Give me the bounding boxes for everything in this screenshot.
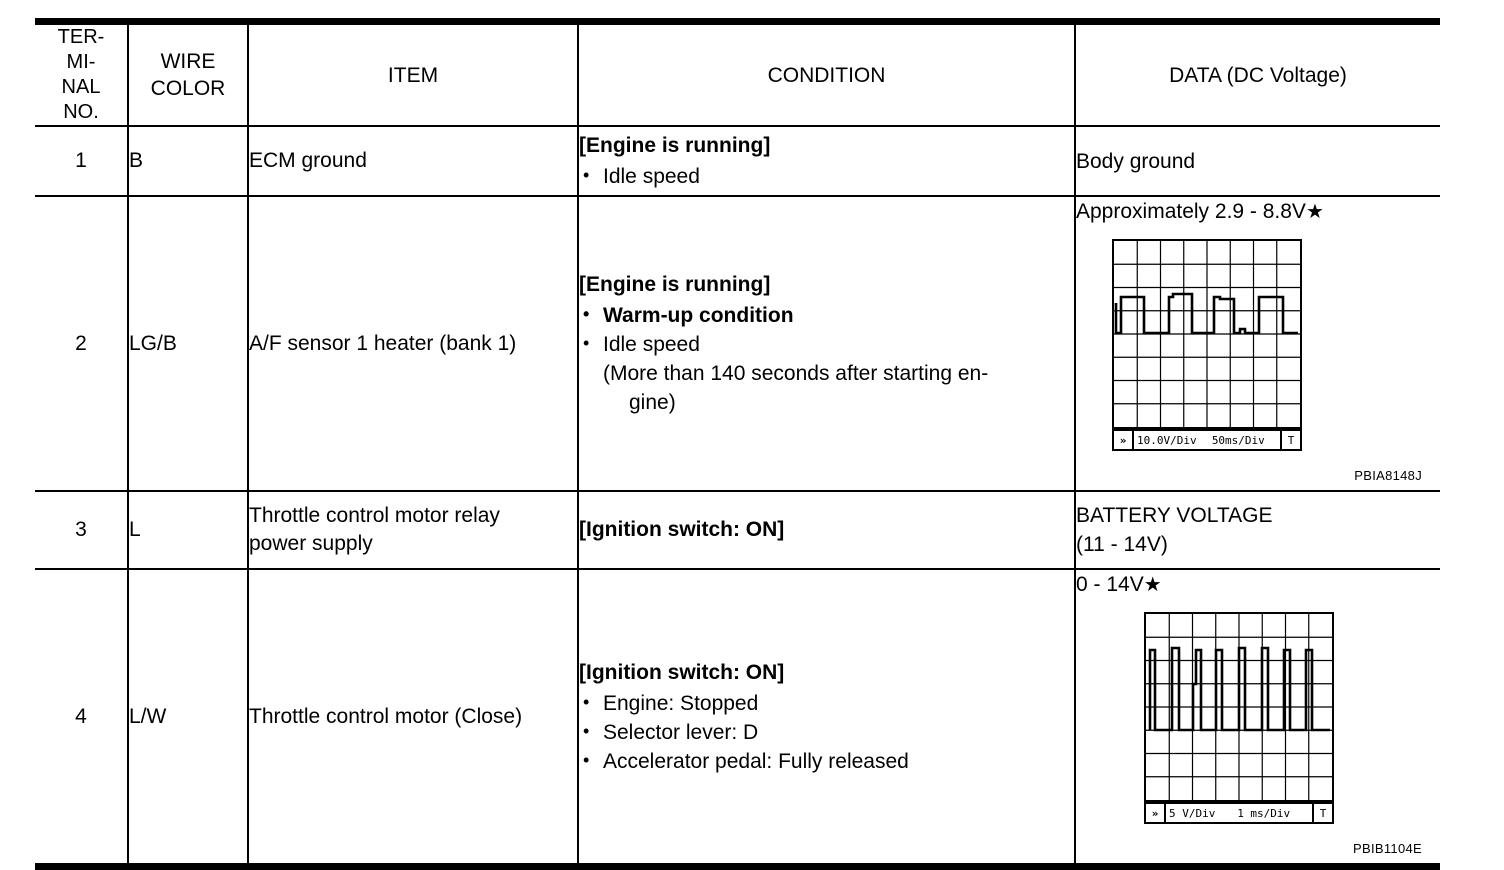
cell-item: Throttle control motor (Close)	[247, 568, 579, 870]
data-value: 0 - 14V	[1076, 573, 1144, 596]
table-row: 2 LG/B A/F sensor 1 heater (bank 1) [Eng…	[35, 195, 1440, 492]
cell-condition: [Engine is running] Idle speed	[577, 125, 1076, 197]
column-header-data: DATA (DC Voltage)	[1074, 18, 1440, 127]
condition-heading: [Ignition switch: ON]	[579, 517, 785, 541]
cell-item: Throttle control motor relay power suppl…	[247, 490, 579, 570]
cell-data: BATTERY VOLTAGE (11 - 14V)	[1074, 490, 1440, 570]
cell-data: Approximately 2.9 - 8.8V★	[1074, 195, 1440, 492]
condition-heading: [Engine is running]	[579, 134, 771, 157]
column-header-condition: CONDITION	[577, 18, 1076, 127]
item-line-2: power supply	[249, 532, 373, 555]
bullet-continuation-line-1: (More than 140 seconds after starting en…	[603, 362, 989, 385]
time-per-division-label: 1 ms/Div	[1237, 806, 1291, 820]
table-body: 1 B ECM ground [Engine is running] Idle …	[35, 125, 1440, 870]
table-row: 3 L Throttle control motor relay power s…	[35, 490, 1440, 570]
terminal-header-line-3: NAL	[61, 76, 101, 98]
bullet-text: Idle speed	[603, 333, 700, 356]
condition-bullet-list: Engine: Stopped Selector lever: D Accele…	[579, 688, 1074, 776]
wire-header-line-1: WIRE	[160, 50, 216, 73]
pulse-train-trace	[1148, 646, 1330, 732]
cell-terminal-no: 2	[35, 195, 129, 492]
figure-code: PBIA8148J	[1354, 468, 1422, 483]
cell-condition: [Engine is running] Warm-up condition Id…	[577, 195, 1076, 492]
ecm-terminal-value-table: TER- MI- NAL NO. WIRE COLOR ITEM CONDITI…	[35, 18, 1440, 870]
cell-condition: [Ignition switch: ON] Engine: Stopped Se…	[577, 568, 1076, 870]
terminal-header-line-4: NO.	[63, 101, 99, 123]
column-header-item: ITEM	[247, 18, 579, 127]
star-icon: ★	[1305, 201, 1324, 223]
terminal-header-line-1: TER-	[57, 26, 105, 48]
trigger-icon: T	[1280, 431, 1300, 449]
trigger-icon: T	[1312, 804, 1332, 822]
item-line-1: Throttle control motor relay	[249, 504, 500, 527]
cell-item: ECM ground	[247, 125, 579, 197]
cell-wire-color: L/W	[127, 568, 249, 870]
scope-settings-bar: » 5 V/Div 1 ms/Div T	[1144, 802, 1334, 824]
square-wave-trace	[1114, 292, 1298, 335]
table-row: 4 L/W Throttle control motor (Close) [Ig…	[35, 568, 1440, 870]
wire-header-line-2: COLOR	[150, 77, 226, 100]
condition-bullet-list: Idle speed	[579, 161, 1074, 191]
cell-condition: [Ignition switch: ON]	[577, 490, 1076, 570]
terminal-header-line-2: MI-	[66, 51, 96, 73]
scope-screen	[1112, 239, 1302, 429]
volts-per-division-label: 10.0V/Div	[1137, 433, 1197, 447]
scope-settings-bar: » 10.0V/Div 50ms/Div T	[1112, 429, 1302, 451]
cell-terminal-no: 3	[35, 490, 129, 570]
scope-grid-and-trace	[1146, 614, 1332, 800]
oscilloscope-waveform: » 10.0V/Div 50ms/Div T	[1112, 239, 1302, 451]
volts-per-division-label: 5 V/Div	[1169, 806, 1216, 820]
cell-terminal-no: 4	[35, 568, 129, 870]
scope-screen	[1144, 612, 1334, 802]
condition-bullet-list: Warm-up condition Idle speed (More than …	[579, 300, 1074, 417]
list-item: Warm-up condition	[579, 300, 1074, 330]
bullet-text: Idle speed	[603, 165, 700, 188]
list-item: Selector lever: D	[579, 717, 1074, 747]
column-header-terminal-no: TER- MI- NAL NO.	[35, 18, 129, 127]
list-item: Engine: Stopped	[579, 688, 1074, 718]
fast-forward-icon: »	[1146, 804, 1166, 822]
data-value: BATTERY VOLTAGE	[1076, 504, 1273, 527]
data-value: Body ground	[1076, 149, 1196, 173]
data-value-row: Approximately 2.9 - 8.8V★	[1076, 197, 1440, 227]
list-item: Accelerator pedal: Fully released	[579, 746, 1074, 776]
cell-wire-color: LG/B	[127, 195, 249, 492]
data-value: Approximately 2.9 - 8.8V	[1076, 200, 1306, 223]
column-header-wire-color: WIRE COLOR	[127, 18, 249, 127]
condition-heading: [Engine is running]	[579, 273, 771, 296]
bullet-text: Engine: Stopped	[603, 691, 759, 715]
data-value-secondary: (11 - 14V)	[1076, 533, 1168, 556]
cell-data: Body ground	[1074, 125, 1440, 197]
header-row: TER- MI- NAL NO. WIRE COLOR ITEM CONDITI…	[35, 18, 1440, 127]
list-item: Idle speed (More than 140 seconds after …	[579, 329, 1074, 417]
oscilloscope-waveform: » 5 V/Div 1 ms/Div T	[1144, 612, 1334, 824]
bullet-text: Accelerator pedal: Fully released	[603, 749, 909, 773]
list-item: Idle speed	[579, 161, 1074, 191]
cell-data: 0 - 14V★	[1074, 568, 1440, 870]
star-icon: ★	[1143, 574, 1162, 596]
cell-terminal-no: 1	[35, 125, 129, 197]
time-per-division-label: 50ms/Div	[1211, 433, 1265, 447]
table-row: 1 B ECM ground [Engine is running] Idle …	[35, 125, 1440, 197]
cell-wire-color: B	[127, 125, 249, 197]
fast-forward-icon: »	[1114, 431, 1134, 449]
scope-grid-and-trace	[1114, 241, 1300, 427]
bullet-text: Selector lever: D	[603, 720, 759, 744]
bullet-continuation-line-2: gine)	[629, 391, 676, 414]
table-header: TER- MI- NAL NO. WIRE COLOR ITEM CONDITI…	[35, 18, 1440, 127]
data-value-row: 0 - 14V★	[1076, 570, 1440, 600]
figure-code: PBIB1104E	[1353, 841, 1422, 856]
cell-wire-color: L	[127, 490, 249, 570]
bullet-text: Warm-up condition	[603, 304, 794, 327]
cell-item: A/F sensor 1 heater (bank 1)	[247, 195, 579, 492]
condition-heading: [Ignition switch: ON]	[579, 660, 785, 684]
